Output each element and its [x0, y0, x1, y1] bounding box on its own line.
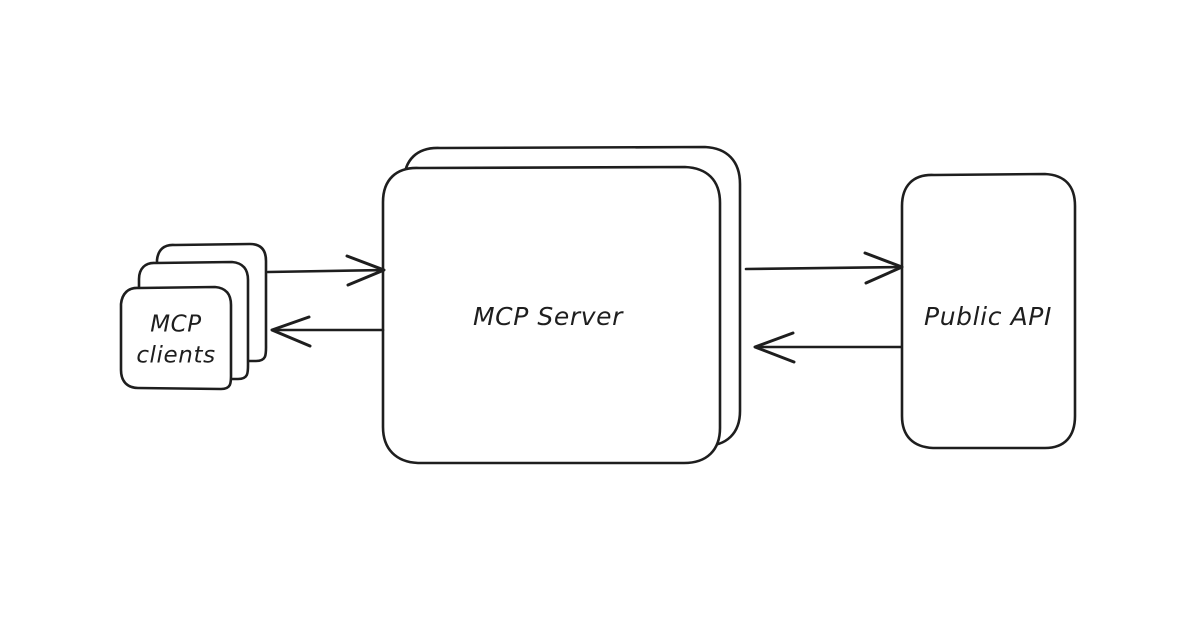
- mcp-server-card-front: [381, 165, 722, 465]
- edge-server-to-clients[interactable]: [270, 315, 385, 348]
- mcp-clients-label-line-2: clients: [136, 343, 215, 369]
- mcp-clients-card-front: [119, 285, 233, 391]
- edge-api-to-server[interactable]: [753, 331, 903, 364]
- edge-clients-to-server[interactable]: [266, 254, 386, 287]
- mcp-server-label: MCP Server: [473, 302, 624, 331]
- node-mcp-clients[interactable]: MCP clients: [119, 242, 268, 391]
- node-public-api[interactable]: Public API: [900, 172, 1077, 450]
- node-mcp-server[interactable]: MCP Server: [381, 145, 742, 465]
- edge-api-to-server-arrowhead: [753, 331, 796, 364]
- edge-clients-to-server-arrowhead: [345, 254, 386, 287]
- edge-server-to-api-arrowhead: [863, 251, 904, 285]
- edge-server-to-clients-arrowhead: [270, 315, 312, 348]
- edge-server-to-api[interactable]: [744, 251, 904, 285]
- edge-server-to-api-line: [744, 265, 903, 271]
- public-api-card: [900, 172, 1077, 450]
- mcp-clients-label-line-1: MCP: [150, 312, 202, 338]
- edge-clients-to-server-line: [266, 268, 385, 274]
- public-api-label: Public API: [924, 302, 1052, 331]
